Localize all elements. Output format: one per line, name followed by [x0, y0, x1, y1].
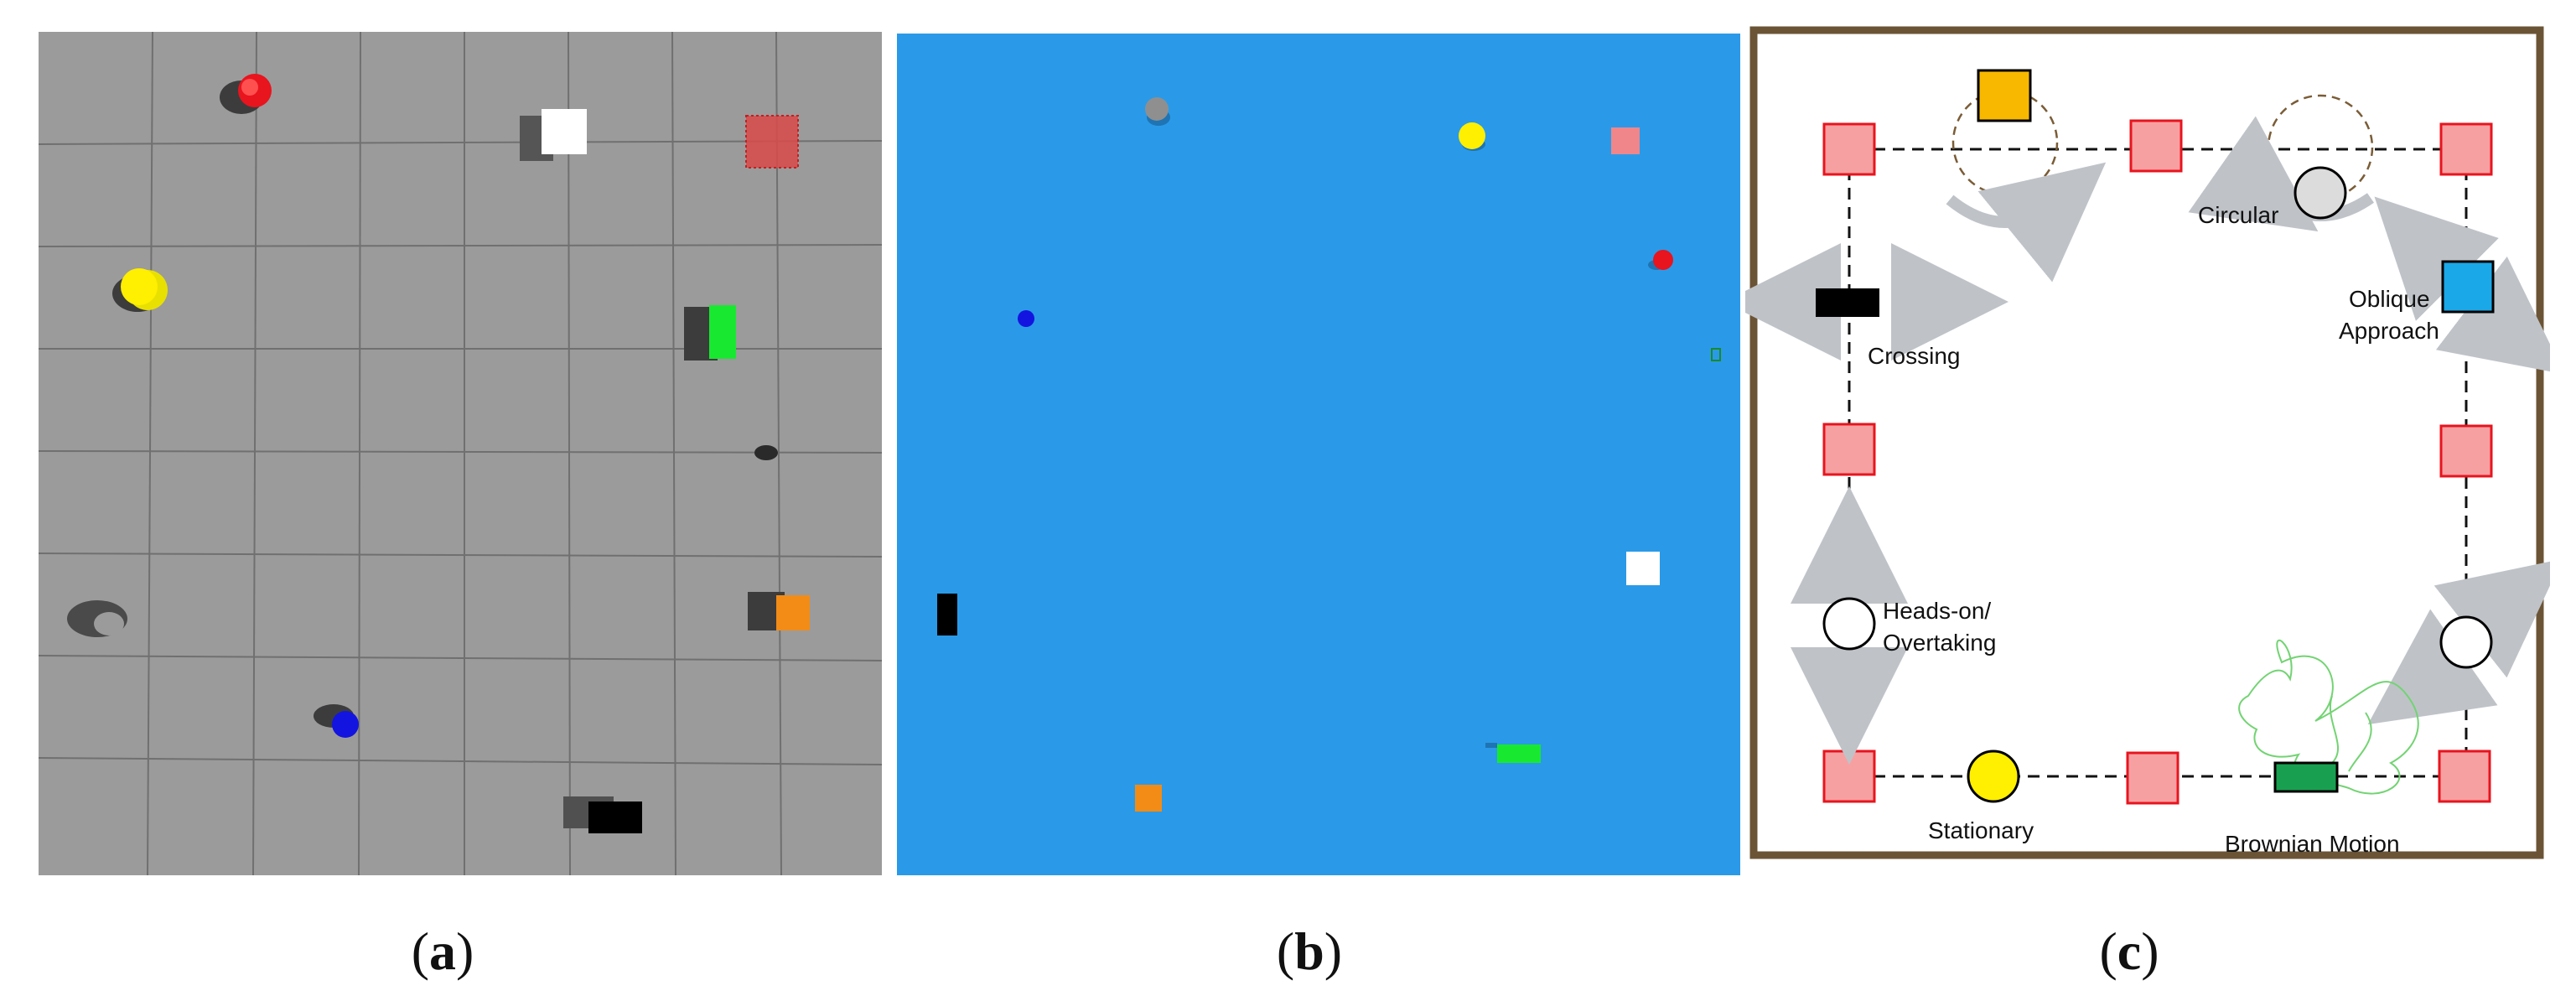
- panel-b-render-view: [897, 34, 1740, 875]
- heads-on-scenario: [1791, 486, 1908, 765]
- pink-square-b: [1611, 127, 1640, 154]
- black-box: [563, 796, 642, 833]
- label-heads-on-line1: Heads-on/: [1883, 598, 1991, 624]
- blue-cylinder-b: [1018, 310, 1034, 327]
- caption-b-letter: b: [1294, 921, 1324, 981]
- caption-a: (a): [411, 921, 474, 981]
- stationary-scenario: [1967, 750, 2020, 803]
- red-hatched-square: [745, 115, 799, 169]
- waypoint: [2438, 750, 2491, 803]
- green-box-b: [1485, 743, 1541, 763]
- waypoint: [1822, 423, 1876, 476]
- grid-lines: [38, 31, 883, 876]
- blue-cylinder: [314, 704, 359, 738]
- panel-c-scenario-diagram: Circular Crossing Oblique Approach Heads…: [1723, 25, 2565, 869]
- panel-a-simulation-view: [38, 31, 883, 876]
- dark-small-object: [754, 445, 778, 460]
- circular-scenario-2: [2188, 94, 2375, 232]
- label-brownian: Brownian Motion: [2225, 831, 2400, 857]
- orange-cube-b: [1135, 785, 1162, 812]
- red-cylinder-b: [1648, 250, 1673, 270]
- green-speck-b: [1711, 348, 1721, 361]
- label-circular: Circular: [2198, 202, 2278, 228]
- waypoint: [1822, 750, 1876, 803]
- label-oblique-line1: Oblique: [2349, 286, 2430, 312]
- waypoints: [1822, 119, 2493, 805]
- waypoint: [2129, 119, 2183, 173]
- caption-c-letter: c: [2117, 921, 2142, 981]
- diagonal-mover-scenario: [2367, 558, 2563, 725]
- white-cube: [520, 109, 587, 161]
- waypoint: [2439, 424, 2493, 478]
- label-stationary: Stationary: [1928, 817, 2034, 843]
- crossing-scenario: [1723, 243, 2008, 361]
- waypoint: [1822, 122, 1876, 176]
- caption-b: (b): [1276, 921, 1343, 981]
- blue-floor: [897, 34, 1740, 875]
- caption-a-letter: a: [429, 921, 456, 981]
- grid-floor: [39, 32, 882, 875]
- black-box-b: [937, 594, 957, 635]
- orange-cube: [748, 592, 810, 630]
- label-oblique-line2: Approach: [2339, 318, 2439, 344]
- yellow-cylinder: [112, 268, 168, 312]
- gray-ring-object: [67, 600, 127, 637]
- panel-c-canvas: Circular Crossing Oblique Approach Heads…: [1723, 26, 2565, 859]
- circular-scenario-1: [1946, 69, 2107, 283]
- gray-cylinder: [1145, 97, 1170, 126]
- panel-b-canvas: [897, 34, 1740, 875]
- green-cube: [684, 305, 736, 361]
- waypoint: [2439, 122, 2493, 176]
- label-crossing: Crossing: [1868, 343, 1960, 369]
- label-heads-on-line2: Overtaking: [1883, 630, 1996, 656]
- white-cube-b: [1626, 552, 1660, 585]
- red-cylinder: [220, 74, 272, 114]
- waypoint: [2126, 751, 2179, 805]
- panel-a-canvas: [38, 31, 883, 876]
- caption-c: (c): [2099, 921, 2159, 981]
- oblique-approach-scenario: [2374, 196, 2565, 375]
- yellow-cylinder-b: [1459, 122, 1485, 151]
- brownian-scenario: [2238, 639, 2419, 795]
